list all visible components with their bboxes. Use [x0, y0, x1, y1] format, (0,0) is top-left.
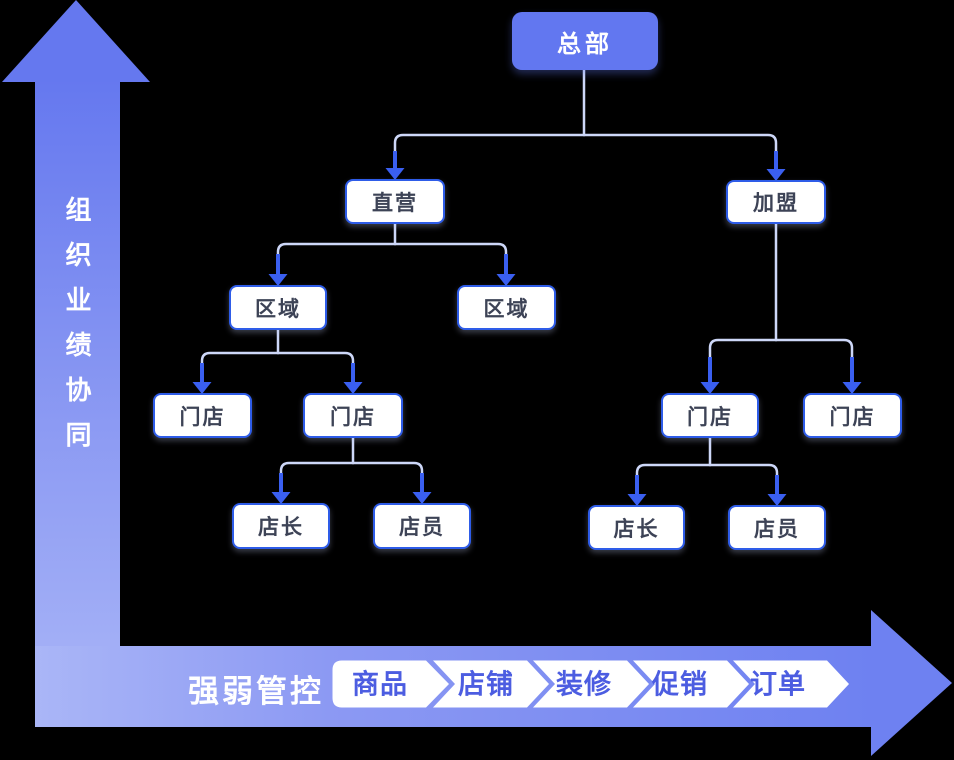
org-node-clerk-2: 店员	[728, 505, 826, 550]
org-node-region-2: 区域	[457, 285, 556, 330]
step-chevron-1	[332, 660, 449, 708]
org-node-hq: 总部	[512, 12, 658, 70]
org-node-direct: 直营	[345, 179, 445, 224]
step-chevron-3	[533, 660, 649, 708]
vertical-axis-arrow-shaft	[35, 78, 120, 727]
org-node-store-2: 门店	[303, 393, 403, 438]
step-chevron-5	[733, 660, 849, 708]
org-node-store-4: 门店	[803, 393, 902, 438]
step-chevron-4	[633, 660, 749, 708]
org-node-store-3: 门店	[661, 393, 759, 438]
step-label-2: 店铺	[458, 670, 514, 700]
step-label-5: 订单	[750, 670, 806, 700]
org-node-region-1: 区域	[229, 285, 327, 330]
org-node-manager-2: 店长	[588, 505, 685, 550]
step-label-4: 促销	[651, 670, 708, 700]
arrowhead-icons	[192, 168, 862, 506]
org-node-franchise: 加盟	[726, 180, 826, 224]
step-label-3: 装修	[556, 670, 612, 700]
step-chevron-2	[433, 660, 549, 708]
step-label-1: 商品	[352, 670, 408, 700]
org-node-manager-1: 店长	[232, 503, 330, 549]
horizontal-axis-label: 强弱管控	[188, 674, 324, 709]
vertical-axis-label: 组织业绩协同	[62, 196, 92, 466]
org-node-clerk-1: 店员	[373, 503, 471, 549]
process-steps: 商品 店铺 装修 促销 订单	[332, 660, 849, 708]
org-node-store-1: 门店	[153, 393, 252, 438]
